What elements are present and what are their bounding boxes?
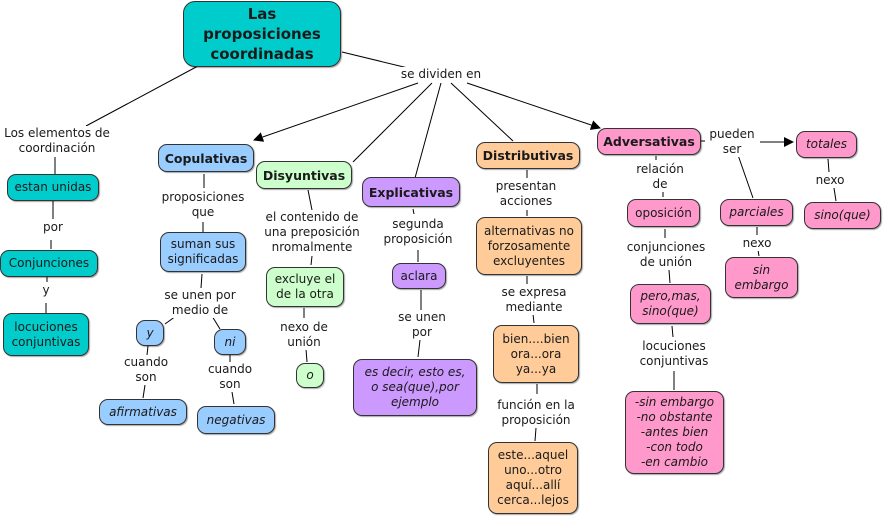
node-estan-unidas[interactable]: estan unidas xyxy=(7,174,99,201)
edge-totales-nexo xyxy=(827,158,830,173)
node-sino-que[interactable]: sino(que) xyxy=(804,202,881,229)
link-cuando-son-ni: cuando son xyxy=(207,362,253,392)
edge-root-se-dividen xyxy=(341,51,409,69)
edge-disyuntivas-contenido xyxy=(307,189,313,211)
link-funcion-en-la-proposicion: función en la proposición xyxy=(497,398,575,428)
node-adversativas[interactable]: Adversativas xyxy=(597,128,701,155)
edge-dividen-disyuntivas xyxy=(352,82,433,163)
node-explicativas[interactable]: Explicativas xyxy=(362,177,460,207)
link-por: por xyxy=(43,220,63,235)
edge-suman-seunen xyxy=(200,273,203,289)
edge-funcion-este xyxy=(534,427,537,442)
link-cuando-son-y: cuando son xyxy=(123,355,169,385)
node-parciales[interactable]: parciales xyxy=(720,199,793,226)
node-ni[interactable]: ni xyxy=(214,329,246,355)
edge-pero-locuciones xyxy=(671,325,674,338)
link-los-elementos: Los elementos de coordinación xyxy=(4,126,110,156)
edge-y-cuando xyxy=(146,345,149,356)
edge-contenido-excluye xyxy=(310,255,313,266)
edge-nexo-sinembargo xyxy=(757,249,760,257)
link-relacion-de: relación de xyxy=(636,162,684,192)
edge-dividen-adversativas xyxy=(466,82,601,130)
node-root-proposiciones-coordinadas[interactable]: Las proposiciones coordinadas xyxy=(183,1,341,67)
link-proposiciones-que: proposiciones que xyxy=(161,190,245,220)
link-locuciones-conjuntivas: locuciones conjuntivas xyxy=(639,339,709,369)
link-se-expresa-mediante: se expresa mediante xyxy=(501,285,567,315)
link-pueden-ser: pueden ser xyxy=(709,127,755,157)
link-el-contenido: el contenido de una preposición nromalme… xyxy=(264,210,360,255)
node-suman-sus-significadas[interactable]: suman sus significadas xyxy=(160,232,246,272)
node-afirmativas[interactable]: afirmativas xyxy=(99,399,187,425)
node-conjunciones[interactable]: Conjunciones xyxy=(0,250,98,277)
node-distributivas[interactable]: Distributivas xyxy=(476,142,580,169)
edge-explicativas-segunda xyxy=(412,208,415,215)
link-segunda-proposicion: segunda proposición xyxy=(383,217,453,247)
edge-root-elementos xyxy=(85,65,199,127)
edge-nexo-o xyxy=(305,348,308,363)
node-pero-mas-sino[interactable]: pero,mas, sino(que) xyxy=(630,284,711,324)
node-es-decir[interactable]: es decir, esto es, o sea(que),por ejempl… xyxy=(353,359,477,416)
node-locuciones-conjuntivas[interactable]: locuciones conjuntivas xyxy=(3,313,89,356)
node-oposicion[interactable]: oposición xyxy=(627,199,700,227)
node-sin-embargo-lista[interactable]: -sin embargo -no obstante -antes bien -c… xyxy=(625,391,724,474)
link-presentan-acciones: presentan acciones xyxy=(495,179,557,209)
link-y: y xyxy=(42,283,50,298)
link-se-dividen-en: se dividen en xyxy=(400,67,482,82)
node-este-aquel[interactable]: este...aquel uno...otro aquí...allí cerc… xyxy=(488,442,578,514)
edge-nexo-sinoque xyxy=(833,187,837,202)
edge-pueden-parciales xyxy=(737,154,754,199)
node-aclara[interactable]: aclara xyxy=(392,263,446,289)
link-conjunciones-de-union: conjunciones de unión xyxy=(626,240,706,270)
edge-seunen-ni xyxy=(211,315,221,330)
edge-dividen-copulativas xyxy=(253,82,419,142)
link-se-unen-por: se unen por xyxy=(398,310,446,340)
edge-conjunciones-pero xyxy=(668,269,671,284)
node-excluye-el-de-la-otra[interactable]: excluye el de la otra xyxy=(266,267,344,307)
node-disyuntivas[interactable]: Disyuntivas xyxy=(256,161,352,189)
edge-cuando-negativas xyxy=(231,391,235,405)
edge-expresa-bien xyxy=(532,313,535,324)
node-sin-embargo[interactable]: sin embargo xyxy=(725,257,798,298)
node-o[interactable]: o xyxy=(296,363,324,388)
link-nexo-de-union: nexo de unión xyxy=(280,320,328,350)
node-negativas[interactable]: negativas xyxy=(197,406,275,434)
node-alternativas[interactable]: alternativas no forzosamente excluyentes xyxy=(476,217,582,275)
edge-dividen-distributivas xyxy=(450,82,514,142)
edge-cuando-afirmativas xyxy=(142,384,146,399)
node-y[interactable]: y xyxy=(136,320,164,346)
edge-seunen-esdecir xyxy=(417,339,421,358)
node-copulativas[interactable]: Copulativas xyxy=(158,144,254,172)
node-bien-ora-ya[interactable]: bien....bien ora...ora ya...ya xyxy=(493,325,579,383)
link-nexo-totales: nexo xyxy=(815,173,845,188)
edge-dividen-explicativas xyxy=(414,82,442,179)
link-se-unen-por-medio: se unen por medio de xyxy=(164,288,236,318)
node-totales[interactable]: totales xyxy=(796,131,857,158)
link-nexo-parciales: nexo xyxy=(742,236,772,251)
